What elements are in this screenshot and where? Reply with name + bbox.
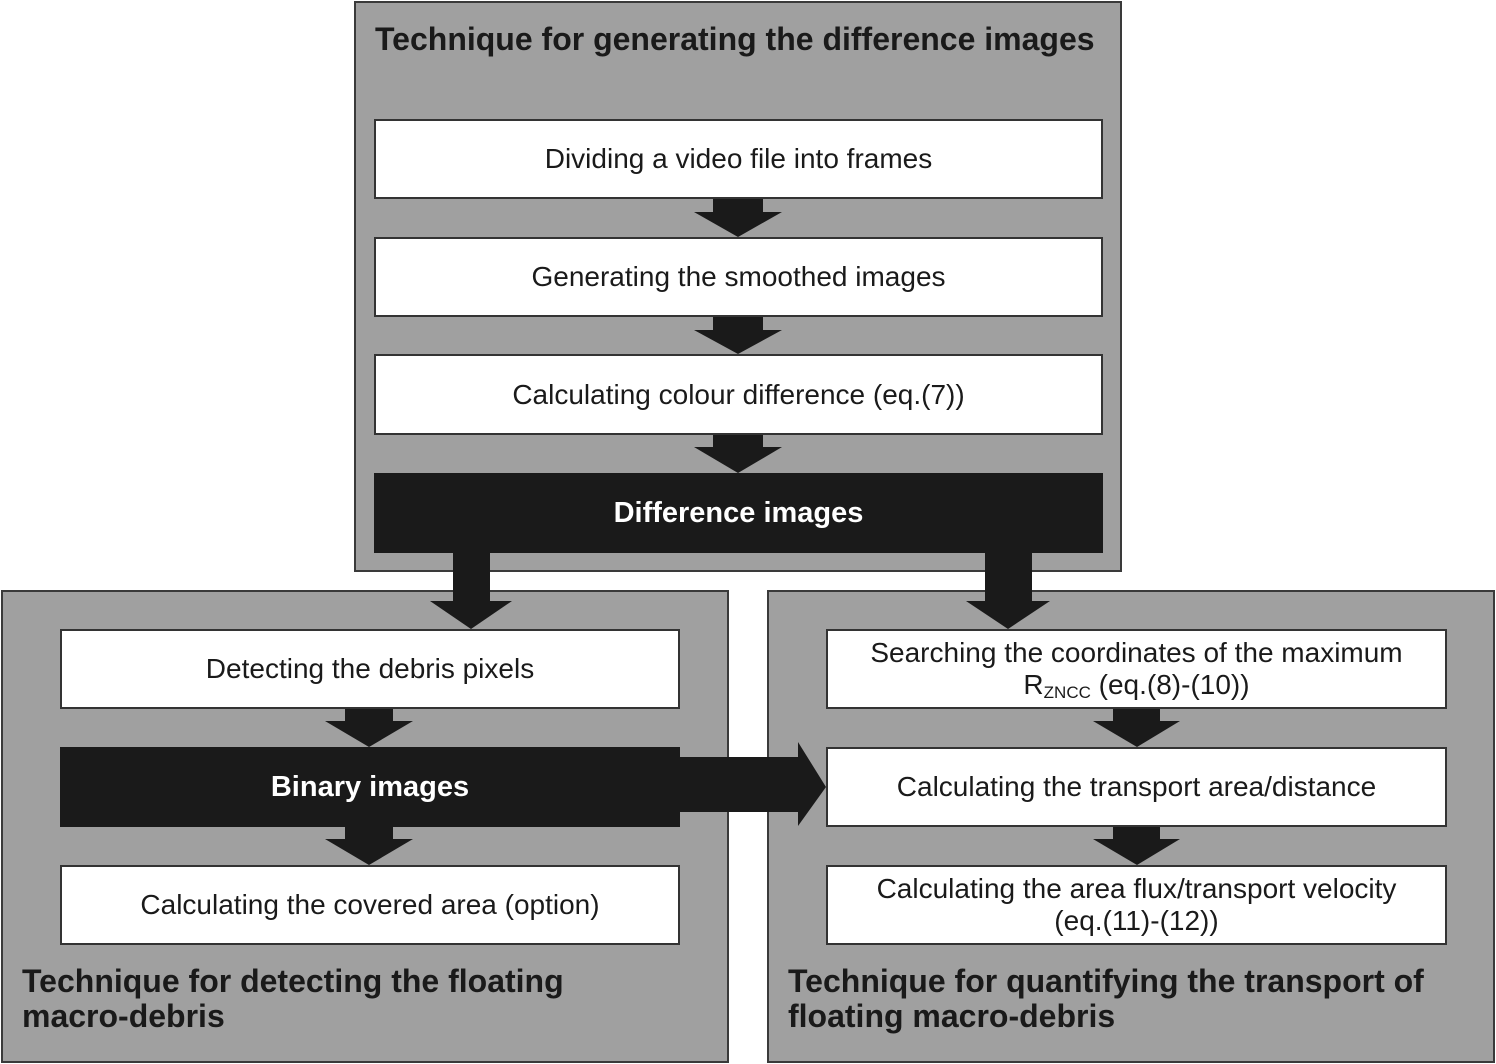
difference-images-box: Difference images <box>374 473 1103 553</box>
binary-images-box: Binary images <box>60 747 680 827</box>
generating-panel-title: Technique for generating the difference … <box>375 21 1095 57</box>
step-search-line2: RZNCC (eq.(8)-(10)) <box>1023 669 1249 701</box>
r-symbol: R <box>1023 669 1044 700</box>
step-colour-difference: Calculating colour difference (eq.(7)) <box>374 354 1103 435</box>
arrow-binary-to-covered <box>325 827 413 865</box>
detecting-panel-title: Technique for detecting the floating mac… <box>22 963 564 1034</box>
arrow-transport-to-flux <box>1093 827 1180 865</box>
zncc-subscript: ZNCC <box>1043 683 1091 702</box>
arrow-search-to-transport <box>1093 709 1180 747</box>
eq-8-10: (eq.(8)-(10)) <box>1090 669 1250 700</box>
step-search-max-rzncc: Searching the coordinates of the maximum… <box>826 629 1447 709</box>
arrow-frames-to-smoothed <box>694 199 782 237</box>
step-detect-debris: Detecting the debris pixels <box>60 629 680 709</box>
step-covered-area: Calculating the covered area (option) <box>60 865 680 945</box>
arrow-detect-to-binary <box>325 709 413 747</box>
step-transport-area: Calculating the transport area/distance <box>826 747 1447 827</box>
quantifying-panel-title: Technique for quantifying the transport … <box>788 963 1424 1034</box>
step-divide-frames: Dividing a video file into frames <box>374 119 1103 199</box>
arrow-difference-to-detect <box>430 553 512 629</box>
step-search-line1: Searching the coordinates of the maximum <box>870 637 1403 668</box>
arrow-smoothed-to-colour <box>694 317 782 354</box>
step-area-flux: Calculating the area flux/transport velo… <box>826 865 1447 945</box>
arrow-colour-to-difference <box>694 435 782 473</box>
arrow-difference-to-search <box>966 553 1050 629</box>
arrow-binary-to-transport <box>680 742 826 826</box>
step-smoothed-images: Generating the smoothed images <box>374 237 1103 317</box>
